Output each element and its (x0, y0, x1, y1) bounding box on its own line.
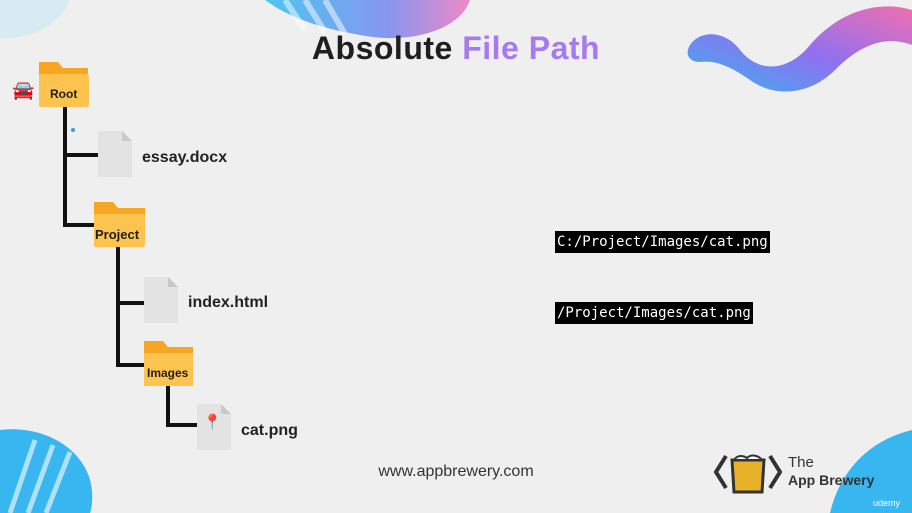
project-label: Project (95, 227, 140, 242)
root-folder-icon (39, 62, 89, 107)
essay-file-icon (98, 131, 132, 177)
brand-name-line2: App Brewery (788, 472, 875, 488)
blob-top-left (0, 0, 70, 39)
absolute-path-root: /Project/Images/cat.png (555, 302, 753, 324)
cat-label: cat.png (241, 422, 298, 439)
project-folder-icon (94, 202, 145, 247)
blob-bottom-right (830, 430, 912, 513)
slide-title: Absolute File Path (0, 30, 912, 67)
blob-top-center (265, 0, 470, 39)
index-file-icon (144, 277, 178, 323)
blob-top-right (687, 6, 912, 92)
essay-label: essay.docx (142, 149, 228, 166)
root-label: Root (50, 87, 78, 101)
index-label: index.html (188, 294, 269, 311)
website-url: www.appbrewery.com (378, 463, 534, 480)
brand-name-line1: The (788, 454, 814, 471)
tree-connectors (63, 105, 197, 427)
images-folder-icon (144, 341, 193, 386)
car-icon: 🚘 (12, 80, 35, 100)
absolute-path-with-drive: C:/Project/Images/cat.png (555, 231, 770, 253)
marker-dot (71, 128, 75, 132)
title-absolute: Absolute (311, 30, 453, 66)
pin-icon: 📍 (203, 414, 222, 431)
blob-bottom-left (0, 429, 93, 513)
title-file-path: File Path (462, 30, 601, 66)
images-label: Images (147, 366, 189, 380)
cat-file-icon (197, 404, 231, 450)
udemy-watermark: udemy (873, 498, 901, 508)
app-brewery-logo-icon (714, 454, 782, 494)
